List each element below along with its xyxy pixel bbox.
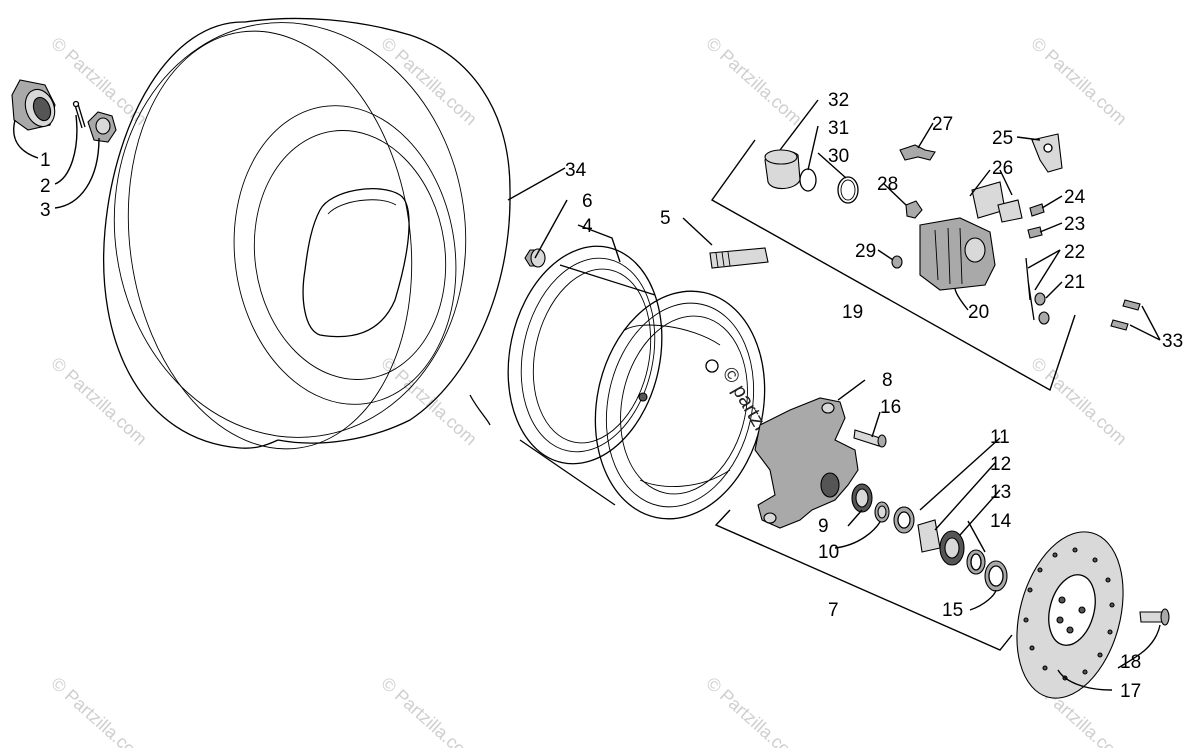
part-label[interactable]: 14 <box>990 511 1012 532</box>
part-label[interactable]: 19 <box>842 302 863 323</box>
part-label[interactable]: 6 <box>582 191 593 212</box>
part-label[interactable]: 34 <box>565 160 587 181</box>
bearing-stack[interactable] <box>851 483 1008 592</box>
part-label[interactable]: 2 <box>40 176 51 197</box>
part-label[interactable]: 33 <box>1162 331 1183 352</box>
caliper-assembly[interactable] <box>764 133 1141 331</box>
part-label[interactable]: 13 <box>990 482 1011 503</box>
part-label[interactable]: 15 <box>942 600 963 621</box>
part-label[interactable]: 8 <box>882 370 893 391</box>
part-label[interactable]: 22 <box>1064 242 1085 263</box>
part-label[interactable]: 10 <box>818 542 839 563</box>
part-label[interactable]: 23 <box>1064 214 1085 235</box>
part-label[interactable]: 31 <box>828 118 849 139</box>
part-label[interactable]: 20 <box>968 302 989 323</box>
part-label[interactable]: 12 <box>990 454 1011 475</box>
part-label[interactable]: 17 <box>1120 681 1141 702</box>
watermark: © Partzilla.com <box>702 673 806 748</box>
part-label[interactable]: 1 <box>40 150 51 171</box>
part-label[interactable]: 9 <box>818 516 829 537</box>
watermark: © Partzilla.com <box>47 673 151 748</box>
watermark: © Partzilla.com <box>47 353 151 449</box>
part-label[interactable]: 25 <box>992 128 1013 149</box>
part-label[interactable]: 24 <box>1064 187 1086 208</box>
watermark: © Partzilla.com <box>1027 353 1131 449</box>
part-label[interactable]: 27 <box>932 114 953 135</box>
part-label[interactable]: 11 <box>990 427 1010 448</box>
tire-drawing[interactable] <box>88 0 511 467</box>
watermarks: © Partzilla.com © Partzilla.com © Partzi… <box>47 33 1131 748</box>
watermark: © Partzilla.com <box>1027 33 1131 129</box>
part-label[interactable]: 5 <box>660 208 671 229</box>
watermark: © Partzilla.com <box>377 353 481 449</box>
part-labels: 1 2 3 4 5 6 7 8 9 10 11 12 13 14 15 16 1… <box>40 90 1183 702</box>
part-label[interactable]: 3 <box>40 200 51 221</box>
part-label[interactable]: 32 <box>828 90 849 111</box>
part-label[interactable]: 29 <box>855 241 876 262</box>
axle-cap-group[interactable] <box>11 79 117 143</box>
part-label[interactable]: 28 <box>877 174 898 195</box>
brake-disc[interactable] <box>1000 520 1170 710</box>
rim-drawing[interactable]: © partzilla.com <box>489 232 803 535</box>
leader-lines <box>13 99 1161 691</box>
watermark: © Partzilla.com <box>702 33 806 129</box>
part-label[interactable]: 7 <box>828 600 839 621</box>
part-label[interactable]: 26 <box>992 158 1013 179</box>
part-label[interactable]: 21 <box>1064 272 1085 293</box>
watermark: © Partzilla.com <box>377 33 481 129</box>
hub-assembly[interactable] <box>754 397 887 529</box>
part-label[interactable]: 18 <box>1120 652 1141 673</box>
group-brackets <box>710 139 1076 651</box>
part-label[interactable]: 16 <box>880 397 901 418</box>
part-label[interactable]: 30 <box>828 146 849 167</box>
part-label[interactable]: 4 <box>582 216 593 237</box>
watermark: © Partzilla.com <box>377 673 481 748</box>
